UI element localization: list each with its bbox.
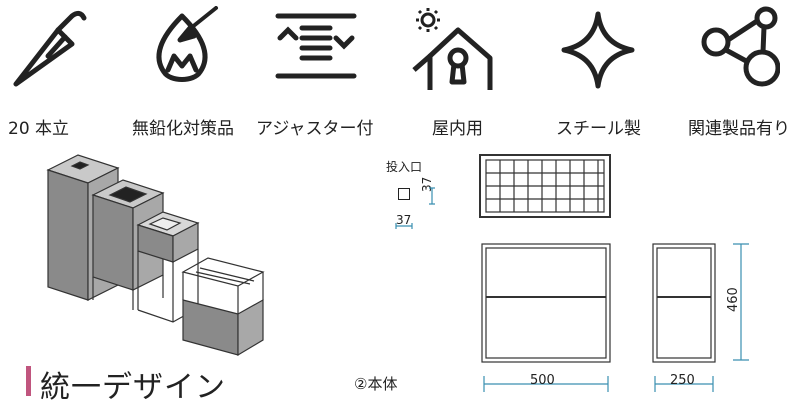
adjuster-icon xyxy=(274,6,358,90)
section-title: 統一デザイン xyxy=(40,370,226,405)
width-dimension: 500 xyxy=(530,373,555,388)
section-accent-bar xyxy=(26,366,31,396)
sparkle-steel-icon xyxy=(556,6,640,90)
height-dimension: 460 xyxy=(726,287,741,312)
feature-label-indoor: 屋内用 xyxy=(432,119,483,139)
product-lineup-illustration xyxy=(38,150,278,365)
feature-label-20-stand: 20 本立 xyxy=(8,119,70,139)
feature-label-adjuster: アジャスター付 xyxy=(256,119,374,139)
feature-label-related: 関連製品有り xyxy=(688,119,790,139)
flame-icon xyxy=(140,6,224,90)
drawing-title: ②本体 xyxy=(354,375,398,393)
opening-square xyxy=(398,188,410,200)
feature-label-lead-free: 無鉛化対策品 xyxy=(132,119,234,139)
umbrella-icon xyxy=(8,6,92,90)
related-products-icon xyxy=(696,6,781,90)
depth-dimension: 250 xyxy=(670,373,695,388)
indoor-house-icon xyxy=(410,6,494,90)
feature-label-steel: スチール製 xyxy=(556,119,641,139)
opening-size-horizontal: 37 xyxy=(396,213,412,227)
opening-label: 投入口 xyxy=(386,160,423,174)
